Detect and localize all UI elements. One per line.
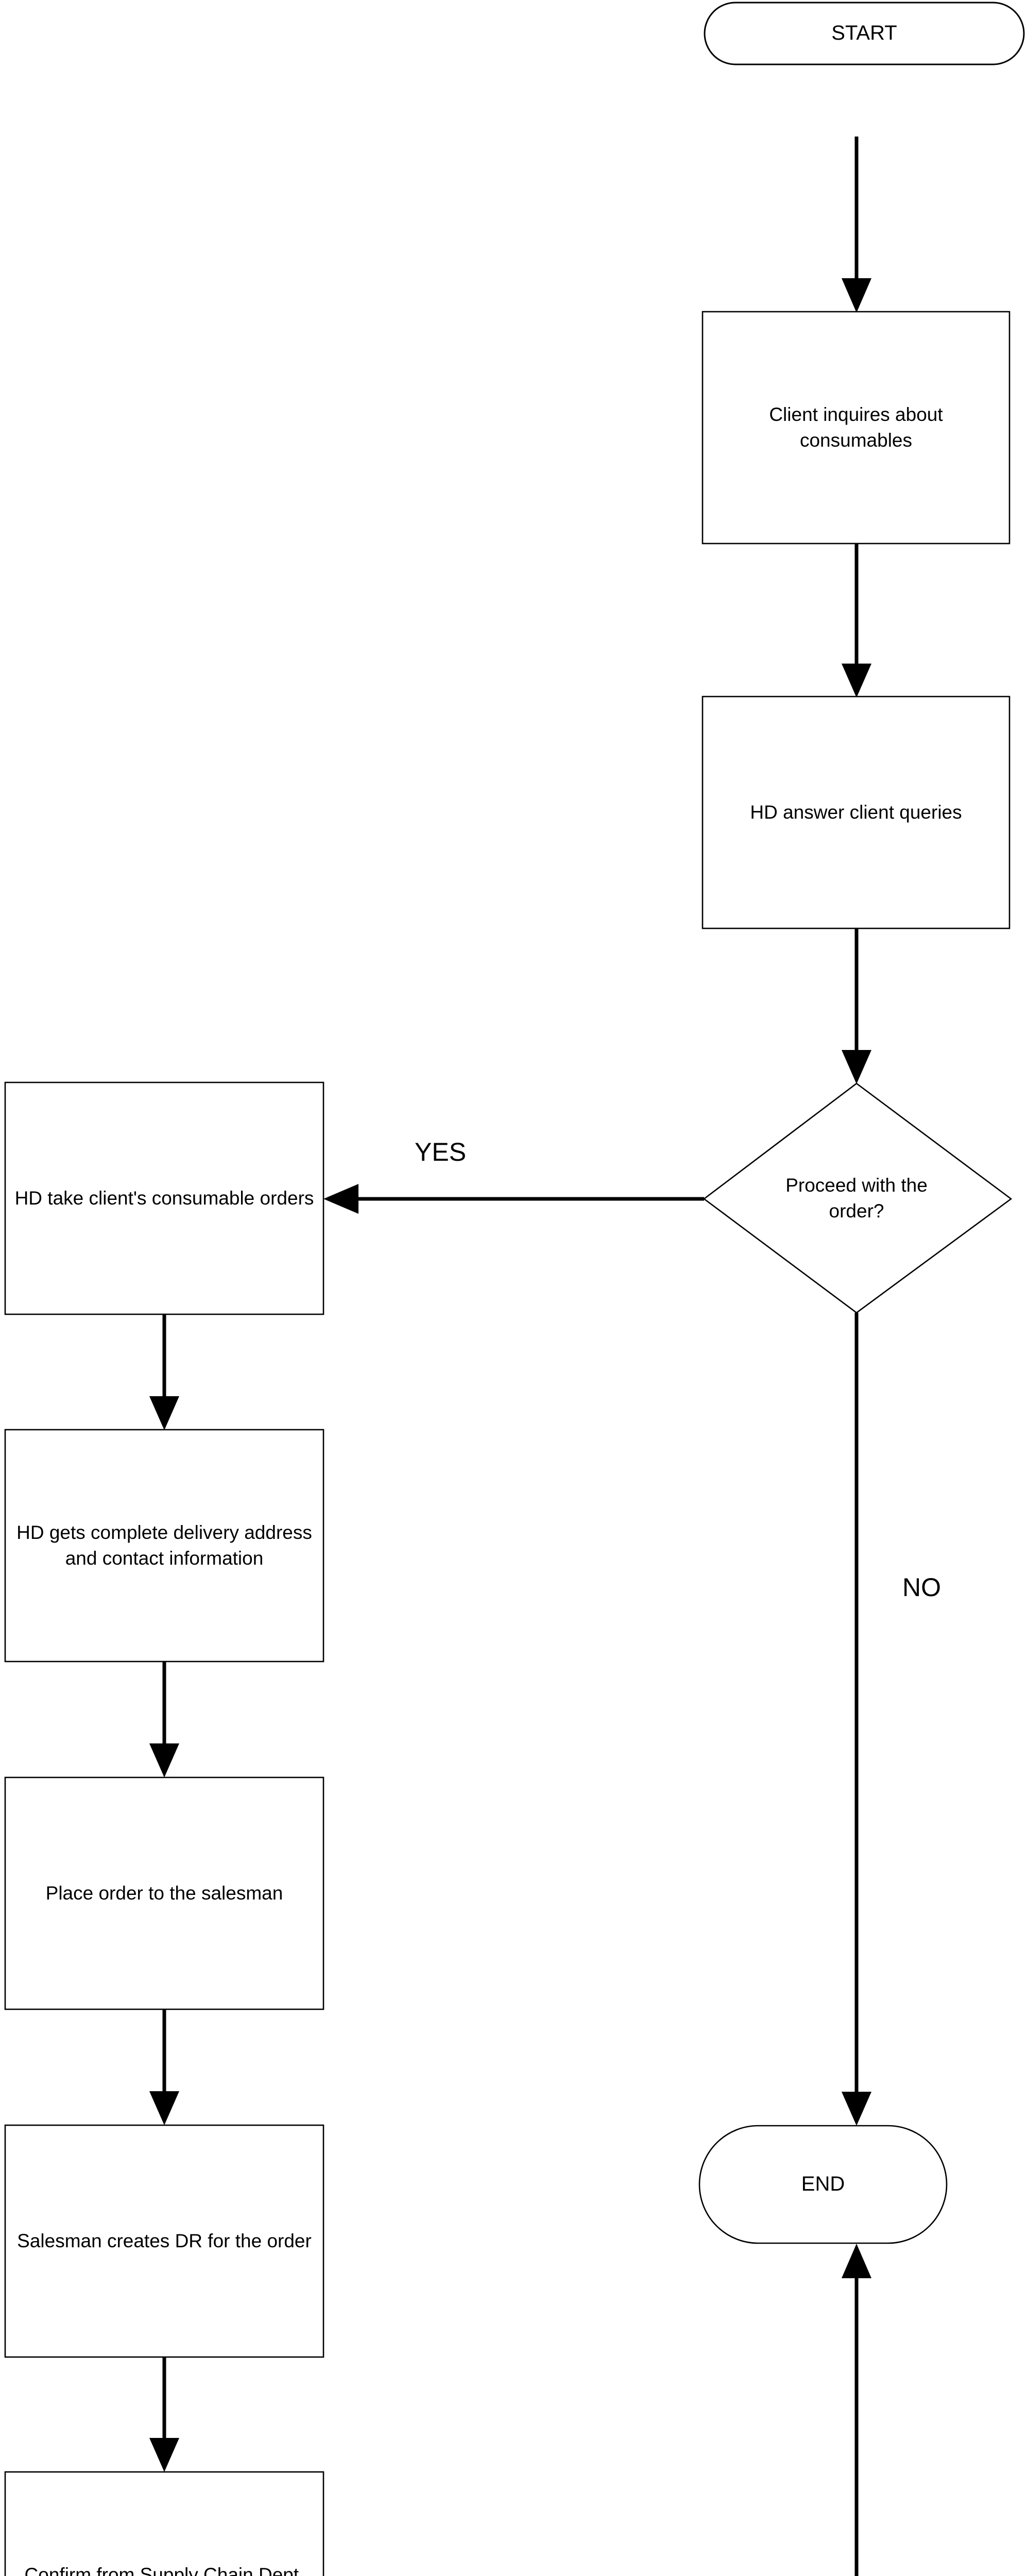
edge-hd-calls-client-to-end xyxy=(842,2244,871,2576)
edge-client-inquires-to-hd-answer xyxy=(842,544,871,698)
edge-hd-answer-to-proceed-decision xyxy=(842,928,871,1084)
node-hd-gets-address-shape[interactable] xyxy=(4,1429,324,1663)
node-start-shape[interactable] xyxy=(704,2,1025,65)
node-hd-take-orders-shape[interactable] xyxy=(4,1081,324,1315)
node-hd-answer-shape[interactable] xyxy=(701,696,1011,929)
node-confirm-supply-shape[interactable] xyxy=(4,2471,324,2576)
edge-start-to-client-inquires xyxy=(842,137,871,313)
edge-salesman-dr-to-confirm-supply xyxy=(149,2357,179,2472)
node-salesman-dr-shape[interactable] xyxy=(4,2124,324,2358)
edge-proceed-decision-to-end xyxy=(842,1313,871,2126)
edge-place-order-to-salesman-dr xyxy=(149,2009,179,2125)
node-end-shape[interactable] xyxy=(698,2125,948,2244)
edge-hd-take-orders-to-hd-gets-address xyxy=(149,1314,179,1430)
node-place-order-shape[interactable] xyxy=(4,1776,324,2010)
node-proceed-decision-shape[interactable] xyxy=(703,1082,1013,1314)
edge-hd-gets-address-to-place-order xyxy=(149,1662,179,1777)
node-client-inquires-shape[interactable] xyxy=(701,311,1011,545)
edge-proceed-decision-to-hd-take-orders xyxy=(323,1184,704,1214)
